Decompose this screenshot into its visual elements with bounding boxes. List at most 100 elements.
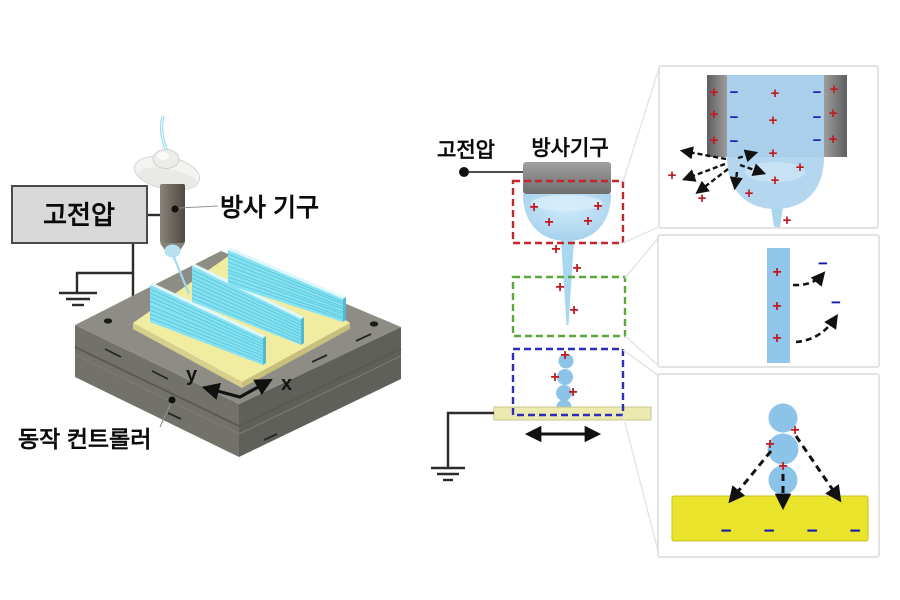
plus-charge: + [769,112,778,129]
plus-charge: + [568,384,577,401]
ground-wire [75,271,133,292]
plus-charge: + [745,185,754,202]
attraction-arrows [728,435,842,511]
controller-label: 동작 컨트롤러 [18,426,151,452]
minus-charge: − [763,521,774,542]
panel1-minus-charges: − − − − − − [730,84,822,150]
minus-charge: − [720,521,731,542]
plus-charge: + [593,198,602,215]
plus-charge: + [765,436,774,453]
plus-charge: + [790,422,799,439]
stage-seam [74,346,402,427]
plus-charge: + [544,214,553,231]
nozzle-droplet [164,244,181,258]
plus-charge: + [668,167,677,184]
axis-x-label: x [281,373,292,395]
nozzle-body [523,162,611,194]
panel-deposition-detail: + + + − − − − [657,373,880,558]
corona-discharge-arrows [679,146,767,195]
plus-charge: + [583,213,592,230]
liquid-column [727,75,824,157]
charge-escape-arrows [792,271,838,344]
nozzle-wall-right [824,75,847,157]
emitter-label: 방사 기구 [220,194,319,222]
xy-axis-arrows: y x [186,364,292,400]
plus-charge: + [710,106,719,123]
jet-stream [171,254,191,295]
syringe-barrel [160,184,185,243]
plus-charge: + [698,190,707,207]
droplet [767,433,799,465]
plus-charge: + [551,241,560,258]
schematic-plus-charges: + + + + + + + + + + + [529,198,602,401]
collector-plate [671,495,869,542]
plus-charge: + [829,131,838,148]
plus-charge: + [796,159,805,176]
collector-ground-wire [446,411,494,467]
stage-seam-light [74,354,402,435]
jet-column [767,248,790,363]
plus-charge: + [772,330,781,347]
panel3-minus-charges: − − − − [720,521,860,542]
plus-charge: + [550,369,559,386]
printed-walls [149,248,346,365]
printhead-dome-highlight [157,152,169,160]
schematic-hv-label: 고전압 [437,139,495,162]
controller-label-line [159,402,172,428]
ground-icon [59,291,97,307]
droplet [557,369,573,385]
minus-charge: − [730,109,739,126]
collector-bar [493,406,652,421]
plus-charge: + [778,458,787,475]
minus-charge: − [818,254,828,273]
plus-charge: + [772,298,781,315]
minus-charge: − [806,521,817,542]
stage-side-right [239,327,401,457]
droplet [558,353,574,369]
plus-charge: + [783,212,792,229]
droplet [556,385,572,401]
panel3-plus-charges: + + + [765,422,799,475]
printed-wall [149,283,266,365]
panel-jet-detail: + + + − − [657,234,880,368]
plus-charge: + [829,105,838,122]
printhead [133,115,201,295]
plus-charge: + [529,199,538,216]
high-voltage-box: 고전압 [11,185,148,244]
plus-charge: + [769,145,778,162]
stage-side-left [75,325,239,457]
axis-y-label: y [186,364,198,386]
screw-hole [103,318,113,324]
printed-wall [191,264,304,345]
emitter-label-line [178,205,219,209]
hv-terminal-dot [459,167,469,177]
ground-icon [431,466,465,482]
wall-stripes [149,288,264,363]
substrate-edge [242,323,350,388]
panel2-minus-charges: − − [818,254,841,312]
apparatus-3d: 고전압 방사 기구 동작 컨트롤러 y x [11,115,402,457]
plus-charge: + [772,264,781,281]
high-voltage-label: 고전압 [43,200,115,230]
panel-connector-lines [622,67,660,556]
minus-charge: − [730,84,739,101]
plus-charge: + [710,84,719,101]
plus-charge: + [555,279,564,296]
jet-start [771,207,783,227]
stage-motion-marks [104,333,372,441]
minus-charge: − [849,521,860,542]
droplet [768,403,798,433]
plus-charge: + [572,260,581,277]
panel1-plus-charges: + + + + + + + + + + + + + + + [668,81,839,229]
detail-panels: + + + + + + + + + + + + + + + − − − − [657,65,880,558]
panel-meniscus-detail: + + + + + + + + + + + + + + + − − − − [658,65,879,229]
schematic-emitter-label: 방사기구 [531,137,608,160]
controller-anchor-dot [168,396,176,404]
wall-stripes [191,269,302,344]
plus-charge: + [830,81,839,98]
taylor-jet [561,240,574,325]
minus-charge: − [813,132,822,149]
plus-charge: + [710,132,719,149]
plus-charge: + [771,172,780,189]
